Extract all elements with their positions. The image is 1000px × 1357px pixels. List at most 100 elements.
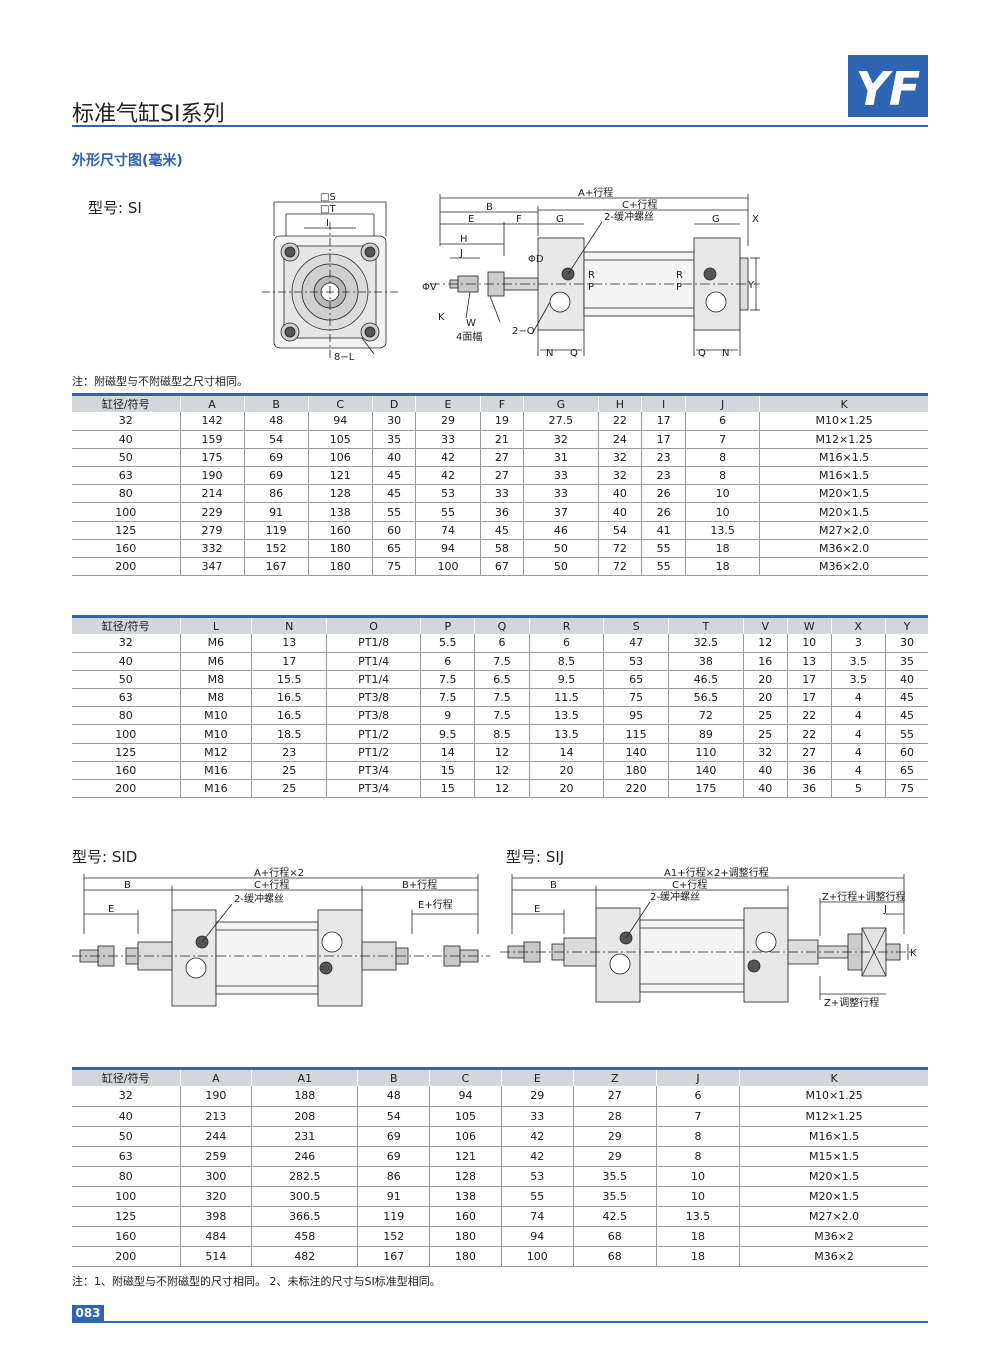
- table-cell: 32: [72, 1086, 180, 1107]
- table-cell: 36: [786, 779, 832, 799]
- table3-note: 注：1、附磁型与不附磁型的尺寸相同。 2、未标注的尺寸与SI标准型相同。: [72, 1275, 441, 1288]
- table-cell: 200: [72, 1246, 180, 1268]
- table-cell: 26: [641, 502, 686, 522]
- table-cell: M6: [179, 652, 252, 671]
- table-cell: 35.5: [572, 1186, 657, 1208]
- table-cell: 105: [307, 430, 373, 449]
- table-cell: 45: [479, 521, 524, 540]
- table-cell: 106: [429, 1126, 502, 1147]
- table-cell: 32: [523, 430, 599, 449]
- table-cell: 42: [415, 466, 481, 486]
- column-header: A: [179, 1067, 252, 1086]
- table-cell: 45: [371, 466, 416, 486]
- table-cell: 67: [479, 557, 524, 577]
- table-cell: 514: [179, 1246, 252, 1268]
- table-cell: 180: [603, 761, 669, 781]
- table-cell: M16: [179, 779, 252, 799]
- table-cell: 180: [307, 557, 373, 577]
- table-cell: 8.5: [474, 724, 530, 744]
- column-header: P: [420, 615, 475, 634]
- table-cell: PT1/8: [326, 634, 421, 653]
- table-cell: 74: [500, 1206, 574, 1228]
- table-cell: 175: [667, 779, 744, 799]
- column-header: H: [597, 393, 642, 412]
- table-cell: 53: [500, 1166, 574, 1187]
- column-header: O: [326, 615, 421, 634]
- table-cell: 75: [371, 557, 416, 577]
- table-cell: 48: [243, 412, 309, 431]
- si-a-label: A+行程: [578, 186, 613, 199]
- table-cell: M16×1.5: [739, 1126, 928, 1147]
- table-cell: 33: [523, 484, 599, 504]
- sid-c-label: C+行程: [254, 878, 289, 891]
- table-cell: 300: [179, 1166, 252, 1187]
- si-q-right-label: Q: [698, 348, 706, 359]
- table-cell: 142: [179, 412, 245, 431]
- table-cell: 105: [429, 1106, 502, 1127]
- si-n-label: N: [546, 348, 553, 359]
- table-cell: 119: [357, 1206, 430, 1228]
- column-header: N: [251, 615, 327, 634]
- table-cell: 300.5: [251, 1186, 358, 1208]
- table-cell: 53: [415, 484, 481, 504]
- table-cell: 213: [179, 1106, 252, 1127]
- table-cell: M10: [179, 724, 252, 744]
- table-cell: M20×1.5: [759, 502, 928, 522]
- table-cell: 229: [179, 502, 245, 522]
- si-p-right-label: P: [676, 282, 682, 293]
- table-cell: 128: [429, 1166, 502, 1187]
- table-cell: M12: [179, 743, 252, 762]
- table-cell: 55: [641, 539, 686, 559]
- table-cell: 8: [655, 1126, 740, 1147]
- table-cell: 152: [357, 1226, 430, 1248]
- table-cell: 50: [72, 1126, 180, 1147]
- table-cell: 72: [597, 557, 642, 577]
- table-cell: 42: [500, 1146, 574, 1167]
- table-cell: 29: [572, 1126, 657, 1147]
- table-cell: 28: [572, 1106, 657, 1127]
- table-cell: 29: [500, 1086, 574, 1107]
- table-cell: 56.5: [667, 688, 744, 708]
- column-header: K: [759, 393, 928, 412]
- si-k-label: K: [438, 312, 445, 323]
- table-cell: 10: [786, 634, 832, 653]
- sij-drawing: A1+行程×2+调整行程 B C+行程 2-缓冲螺丝 Z+行程+调整行程 J E…: [500, 866, 917, 1009]
- column-header: X: [830, 615, 886, 634]
- table-cell: 231: [251, 1126, 358, 1147]
- si-l-label: 8−L: [334, 352, 355, 363]
- table-cell: 63: [72, 1146, 180, 1167]
- table-cell: 140: [603, 743, 669, 762]
- table-cell: 6: [528, 634, 604, 653]
- table-cell: 17: [786, 670, 832, 690]
- column-header: E: [500, 1067, 574, 1086]
- table-cell: 32.5: [667, 634, 744, 653]
- table-cell: 13.5: [528, 724, 604, 744]
- table-cell: 55: [884, 724, 928, 744]
- table-cell: 9: [420, 706, 475, 726]
- table-cell: 72: [597, 539, 642, 559]
- table-cell: 94: [307, 412, 373, 431]
- table-cell: 125: [72, 1206, 180, 1228]
- sij-z-bottom-label: Z+调整行程: [824, 996, 879, 1009]
- page-number: 083: [72, 1305, 104, 1321]
- table-cell: PT3/4: [326, 779, 421, 799]
- column-header: K: [739, 1067, 928, 1086]
- table-cell: 200: [72, 557, 180, 577]
- table-cell: M8: [179, 688, 252, 708]
- column-header: Z: [572, 1067, 657, 1086]
- sid-b-label: B: [124, 880, 131, 891]
- table-cell: 86: [243, 484, 309, 504]
- table-cell: 9.5: [528, 670, 604, 690]
